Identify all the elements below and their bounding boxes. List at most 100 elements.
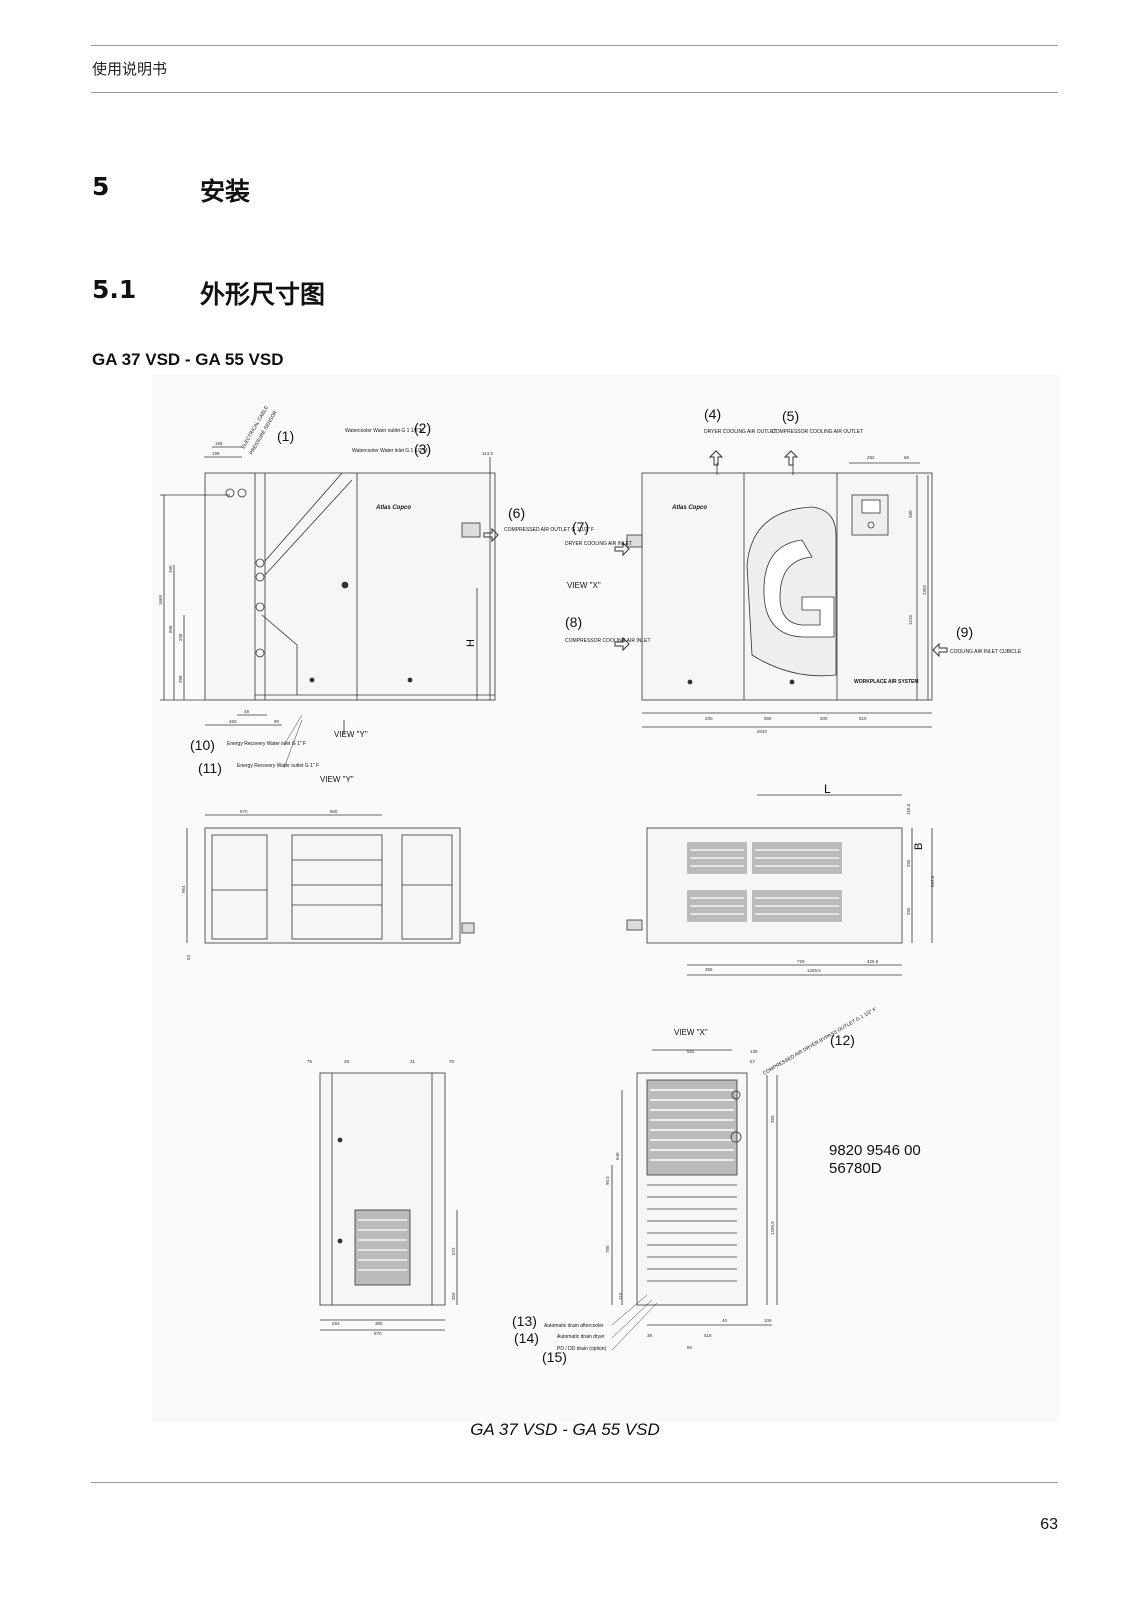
dim-90-5: 90.5 — [605, 1176, 610, 1185]
dim-380: 380 — [375, 1321, 383, 1326]
dim-829: 829.5 — [930, 875, 935, 887]
dim-1339: 1339.8 — [770, 1221, 775, 1235]
dim-139: 139 — [750, 1049, 758, 1054]
dim-label-l: L — [824, 782, 831, 796]
dim-75-b: 75 — [449, 1059, 455, 1064]
dim-100: 100 — [168, 565, 173, 573]
dim-900: 900 — [330, 809, 338, 814]
callout-6: (6) — [508, 505, 525, 521]
dim-66: 66 — [904, 455, 910, 460]
dim-348: 348 — [178, 633, 183, 641]
callout-2: (2) — [414, 420, 431, 436]
dim-295-a: 295 — [906, 859, 911, 867]
label-compressor-air-outlet: COMPRESSOR COOLING AIR OUTLET — [772, 429, 863, 435]
label-view-y-2: VIEW "Y" — [320, 775, 354, 784]
callout-11: (11) — [198, 760, 222, 776]
label-compressed-air-bypass: COMPRESSED AIR DRYER BYPASS OUTLET G 1 1… — [762, 1007, 877, 1077]
dim-294: 294 — [332, 1321, 340, 1326]
callout-8: (8) — [565, 614, 582, 630]
dim-90: 90 — [274, 719, 280, 724]
callout-5: (5) — [782, 408, 799, 424]
part-number: 9820 9546 00 — [829, 1142, 921, 1159]
dim-2040: 2040 — [757, 729, 768, 734]
dim-460: 460 — [229, 719, 237, 724]
dim-398: 398 — [178, 675, 183, 683]
dim-169: 169 — [215, 441, 223, 446]
dim-518: 518 — [704, 1333, 712, 1338]
dim-880: 880 — [764, 716, 772, 721]
callout-14: (14) — [514, 1330, 539, 1346]
dim-1325: 1325.5 — [807, 968, 821, 973]
dim-40: 40 — [722, 1318, 728, 1323]
label-view-x-2: VIEW "X" — [674, 1028, 708, 1037]
dim-75-a: 75 — [307, 1059, 313, 1064]
dim-200-b: 200 — [820, 716, 828, 721]
dim-640: 640 — [615, 1152, 620, 1160]
workplace-logo: WORKPLACE AIR SYSTEM — [854, 679, 919, 685]
dim-106: 106 — [764, 1318, 772, 1323]
dim-115: 115 — [618, 1292, 623, 1300]
section-number: 5 — [92, 172, 110, 201]
dim-581: 581 — [687, 1049, 695, 1054]
dim-355: 355 — [705, 967, 713, 972]
label-energy-outlet: Energy Recovery Water outlet G 1" F — [237, 763, 319, 769]
dim-29: 29 — [344, 1059, 350, 1064]
dim-53: 53 — [186, 954, 191, 960]
figure-caption: GA 37 VSD - GA 55 VSD — [470, 1420, 660, 1439]
narrow-side-view — [319, 1072, 458, 1331]
drawing-svg: (1) (2) (3) (4) (5) (6) (7) (8) (9) (10)… — [158, 404, 1022, 1365]
dim-295-b: 295 — [906, 907, 911, 915]
dim-114: 114.9 — [482, 451, 493, 456]
dim-1669: 1669 — [158, 594, 163, 605]
label-view-y-1: VIEW "Y" — [334, 730, 368, 739]
top-view-right — [626, 794, 933, 976]
label-drain-option: PD / DD drain (option) — [557, 1346, 607, 1352]
top-view-left — [186, 814, 475, 944]
subsection-number: 5.1 — [92, 275, 137, 304]
dim-282: 282 — [867, 455, 875, 460]
callout-15: (15) — [542, 1349, 567, 1365]
dim-970: 970 — [374, 1331, 382, 1336]
rear-view — [611, 1049, 778, 1326]
dim-31: 31 — [410, 1059, 416, 1064]
callout-3: (3) — [414, 441, 431, 457]
model-heading: GA 37 VSD - GA 55 VSD — [92, 350, 284, 369]
dim-570: 570 — [240, 809, 248, 814]
dim-label-h: H — [465, 639, 477, 647]
dim-199: 199 — [212, 451, 220, 456]
drawing-number: 56780D — [829, 1160, 882, 1177]
label-view-x-1: VIEW "X" — [567, 581, 601, 590]
label-water-inlet: Watercooler Water inlet G 1 1/2"M — [352, 448, 428, 454]
label-compressed-air-outlet: COMPRESSED AIR OUTLET G 1 1/2" F — [504, 527, 594, 533]
label-dryer-air-inlet: DRYER COOLING AIR INLET — [565, 541, 632, 547]
label-compressor-air-inlet: COMPRESSOR COOLING AIR INLET — [565, 638, 651, 644]
dim-359: 359 — [451, 1292, 456, 1300]
dim-159: 159.5 — [906, 803, 911, 815]
callout-9: (9) — [956, 624, 973, 640]
dim-48: 48 — [244, 709, 250, 714]
header-rule-top — [91, 45, 1058, 46]
dim-350: 350 — [770, 1115, 775, 1123]
callout-13: (13) — [512, 1313, 537, 1329]
dim-780: 780 — [605, 1245, 610, 1253]
callout-1: (1) — [277, 428, 294, 444]
callout-7: (7) — [572, 519, 589, 535]
brand-logo-right: Atlas Copco — [671, 505, 707, 511]
dim-200-a: 200 — [705, 716, 713, 721]
header-rule-bottom — [91, 92, 1058, 93]
dim-896: 896 — [168, 625, 173, 633]
dim-80: 80 — [687, 1345, 693, 1350]
dim-1215: 1215 — [908, 614, 913, 625]
dimension-drawing: (1) (2) (3) (4) (5) (6) (7) (8) (9) (10)… — [152, 375, 1060, 1423]
label-cubicle-air-inlet: COOLING AIR INLET CUBICLE — [950, 649, 1022, 655]
label-water-outlet: Watercooler Water outlet G 1 1/2"M — [345, 428, 424, 434]
dim-label-b: B — [913, 843, 925, 850]
dim-38: 38 — [647, 1333, 653, 1338]
dim-426: 426.5 — [867, 959, 879, 964]
front-view — [626, 462, 933, 728]
brand-logo-left: Atlas Copco — [375, 505, 411, 511]
callout-4: (4) — [704, 406, 721, 422]
grille-top-slots — [690, 849, 839, 915]
dim-57: 57 — [750, 1059, 756, 1064]
label-drain-dryer: Automatic drain dryer — [557, 1334, 605, 1340]
